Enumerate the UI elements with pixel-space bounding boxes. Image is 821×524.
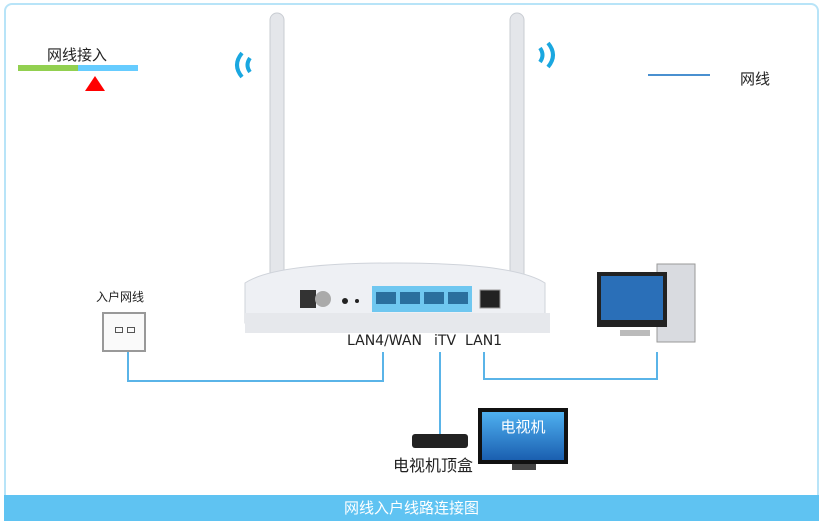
wall-socket-label: 入户网线 bbox=[96, 290, 145, 304]
desktop-computer-icon bbox=[597, 263, 696, 343]
wall-socket-icon bbox=[102, 312, 146, 352]
tv-label: 电视机 bbox=[482, 412, 564, 460]
legend-cable-label: 网线 bbox=[740, 70, 771, 88]
port-label-lan1: LAN1 bbox=[465, 333, 503, 349]
red-triangle-marker-icon bbox=[85, 76, 105, 91]
cable-wall-to-wan bbox=[127, 352, 384, 382]
cable-lan1-to-pc bbox=[483, 352, 658, 380]
set-top-box-icon bbox=[412, 434, 468, 448]
legend-green-bar bbox=[18, 65, 78, 71]
cable-itv-to-stb bbox=[439, 352, 441, 434]
legend-cable-line bbox=[648, 74, 710, 76]
tv-icon: 电视机 bbox=[478, 408, 568, 464]
router-icon bbox=[235, 12, 555, 333]
legend-network-access-label: 网线接入 bbox=[47, 46, 108, 64]
tv-stand bbox=[512, 464, 536, 470]
legend-blue-bar bbox=[78, 65, 138, 71]
footer-title: 网线入户线路连接图 bbox=[4, 495, 819, 521]
port-label-wan: LAN4/WAN bbox=[347, 333, 422, 349]
port-label-itv: iTV bbox=[434, 333, 457, 349]
set-top-box-label: 电视机顶盒 bbox=[393, 456, 474, 475]
